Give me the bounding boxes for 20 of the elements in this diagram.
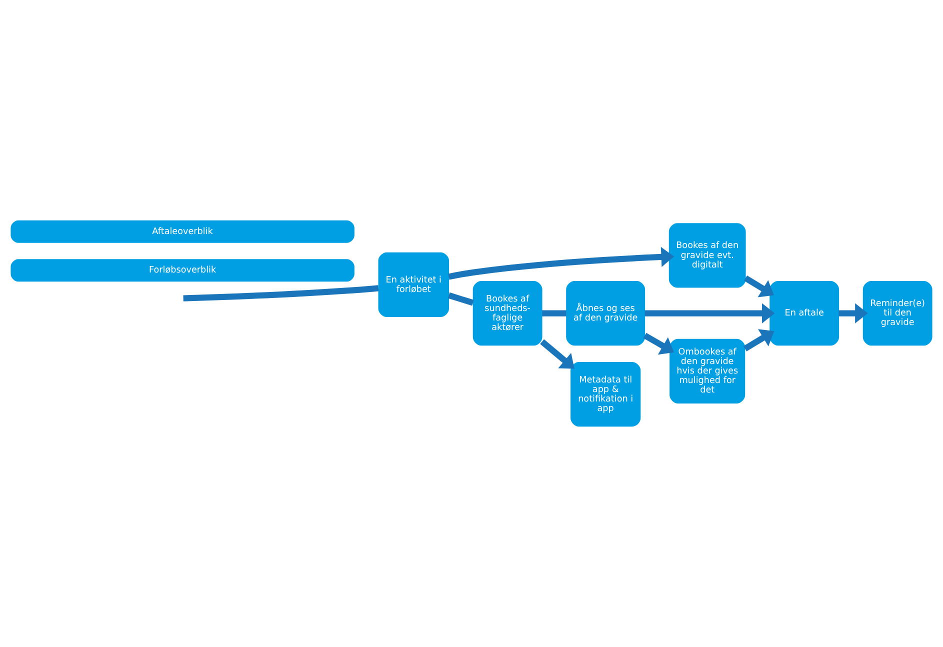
node-box: En aktivitet i forløbet: [378, 252, 450, 318]
node-box: Metadata til app & notifikation i app: [570, 362, 641, 427]
arrow: [644, 303, 775, 324]
arrow: [743, 329, 774, 352]
node-box: Aftaleoverblik: [10, 220, 354, 243]
arrow: [744, 276, 774, 298]
arrow: [448, 246, 674, 280]
node-box: Åbnes og ses af den gravide: [566, 280, 646, 346]
node-box: Bookes af sundheds- faglige aktører: [472, 280, 542, 346]
node-box: Forløbsoverblik: [10, 259, 354, 282]
node-box: Bookes af den gravide evt. digitalt: [668, 223, 746, 288]
node-box: Reminder(e) til den gravide: [862, 280, 932, 346]
arrow: [540, 339, 574, 369]
connector: [183, 285, 379, 302]
node-box: Ombookes af den gravide hvis der gives mulighed for det: [670, 338, 746, 404]
arrow: [838, 303, 868, 324]
arrow: [643, 332, 674, 355]
connector: [448, 292, 474, 306]
node-box: En aftale: [770, 280, 840, 346]
connector: [542, 310, 566, 316]
